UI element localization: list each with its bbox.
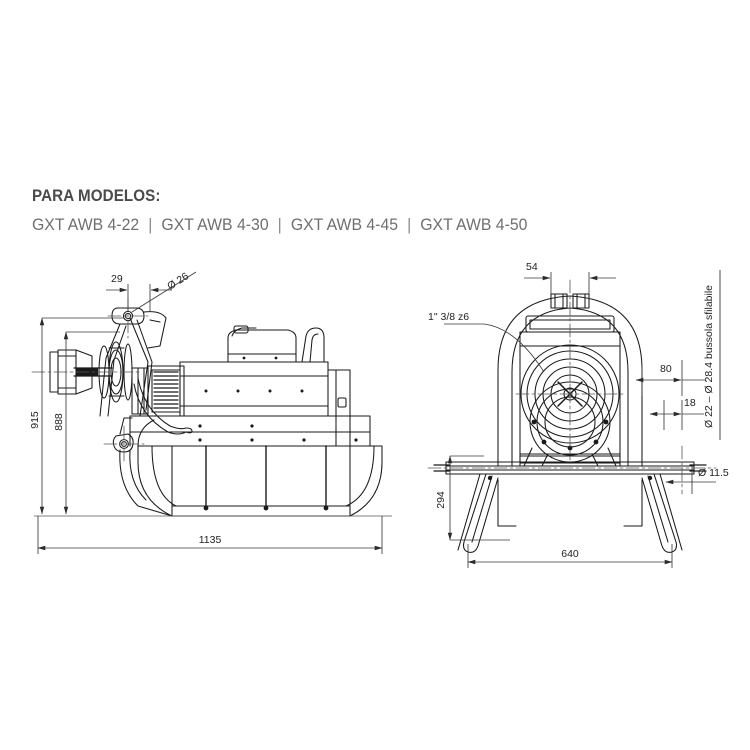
support-arm [99,317,153,417]
front-view-dimension-labels: 54 1" 3/8 z6 80 18 Ø 22 – Ø 28.4 bussola… [428,261,729,560]
model-name-2: GXT AWB 4-30 [161,215,269,234]
model-list: GXT AWB 4-22 | GXT AWB 4-30 | GXT AWB 4-… [32,212,527,238]
dimension-label-294: 294 [435,491,447,509]
model-separator-2: | [277,215,282,234]
dimension-label-915: 915 [29,411,41,429]
motor-body-holes [204,389,304,393]
flange-bolt-holes [531,419,609,451]
model-separator-3: | [407,215,412,234]
motor-body [179,361,329,417]
upper-tank [227,325,297,363]
cross-bar-end-pins [433,464,707,472]
front-view-dimensions [444,270,721,568]
model-name-1: GXT AWB 4-22 [32,215,140,234]
leader-line-spline [444,323,545,373]
dimension-label-888: 888 [53,413,65,431]
top-mount-block [550,293,590,309]
dimension-label-640: 640 [561,548,579,560]
side-view-drawing: 29 Ø 26 915 888 1135 [29,270,392,554]
dimension-label-54: 54 [526,261,538,273]
lower-strut [133,377,193,435]
leg-pivot-pins [487,475,653,481]
dimension-label-18: 18 [684,397,696,409]
dimension-label-spline: 1" 3/8 z6 [428,311,469,323]
dimension-label-bussola: Ø 22 – Ø 28.4 bussola sfilabile [703,285,715,428]
support-legs [457,473,683,553]
side-view-dimensions [34,271,392,554]
leader-line-d26 [131,271,197,313]
deck-bolt-holes [198,424,358,442]
dimension-label-29: 29 [111,273,123,285]
leg-guides [497,479,643,527]
tank-fittings [242,356,278,360]
model-name-3: GXT AWB 4-45 [290,215,399,234]
centre-lines [31,297,149,463]
page-title: PARA MODELOS: [32,187,161,205]
model-separator-1: | [148,215,153,234]
rear-handle-bracket [301,327,351,447]
centre-lines [427,279,717,495]
cooling-fins [153,371,179,409]
model-name-4: GXT AWB 4-50 [420,215,528,234]
skid-frame [137,445,383,517]
deck-support-posts [205,445,327,509]
front-skirt [119,449,173,517]
front-view-drawing: 54 1" 3/8 z6 80 18 Ø 22 – Ø 28.4 bussola… [427,261,729,568]
dimension-label-115: Ø 11.5 [698,467,729,479]
side-view-dimension-labels: 29 Ø 26 915 888 1135 [29,270,221,546]
dimension-label-1135: 1135 [199,534,222,546]
machine-deck [129,415,383,447]
dimension-label-80: 80 [660,363,672,375]
post-feet [203,505,329,511]
heading-block: PARA MODELOS: GXT AWB 4-22 | GXT AWB 4-3… [32,186,565,238]
dimension-label-d26: Ø 26 [165,270,191,292]
